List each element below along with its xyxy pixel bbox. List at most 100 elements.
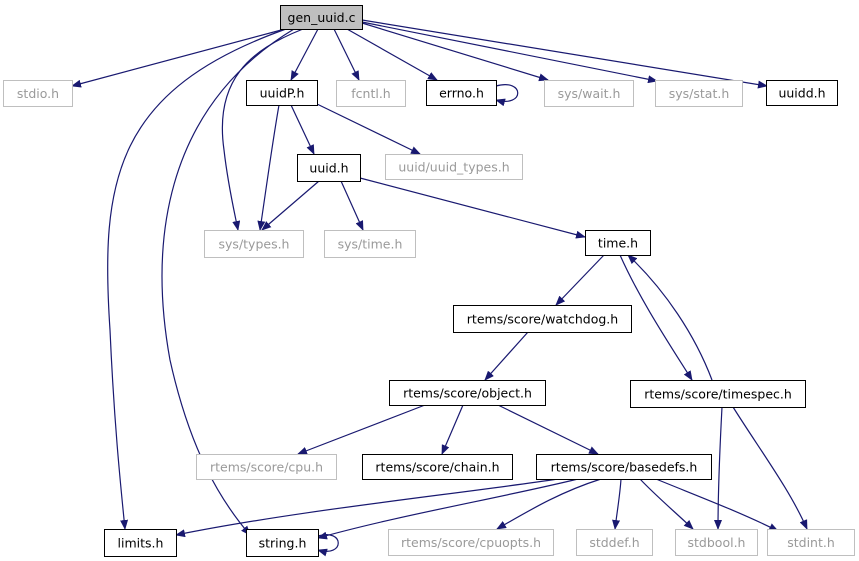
node-label: fcntl.h [351, 86, 390, 101]
node-box [204, 230, 304, 258]
edge-gen_uuid_c-to-sys_wait_h [361, 22, 549, 82]
node-label: rtems/score/cpuopts.h [401, 535, 541, 550]
node-label: gen_uuid.c [288, 10, 356, 25]
node-box [426, 80, 497, 106]
node-label: stdint.h [787, 535, 835, 550]
edge-uuid_h-to-sys_types_h [261, 180, 320, 231]
edge-gen_uuid_c-to-string_h [161, 28, 295, 536]
node-label: sys/time.h [338, 237, 403, 252]
node-sys-types-h: sys/types.h [204, 230, 304, 258]
node-label: stdio.h [17, 86, 59, 101]
edge-gen_uuid_c-to-fcntl_h [333, 28, 360, 81]
node-uuidP-h[interactable]: uuidP.h [246, 80, 318, 106]
edge-time_h-to-watchdog_h [555, 254, 605, 306]
node-basedefs-h[interactable]: rtems/score/basedefs.h [536, 454, 712, 480]
edge-uuidP_h-to-sys_types_h [257, 104, 280, 231]
node-box [389, 380, 546, 406]
node-box [3, 80, 73, 107]
node-box [297, 154, 361, 182]
edge-object_h-to-chain_h [441, 404, 464, 455]
node-box [104, 529, 177, 557]
node-label: sys/wait.h [558, 86, 621, 101]
node-label: rtems/score/cpu.h [210, 460, 323, 475]
node-label: time.h [598, 236, 638, 251]
edge-time_h-to-timespec_h [619, 254, 693, 381]
edge-uuid_h-to-sys_time_h [340, 180, 364, 231]
edge-uuidP_h-to-uuid_h [290, 104, 315, 155]
node-label: stdbool.h [688, 535, 746, 550]
edge-uuid_h-to-time_h [359, 177, 586, 239]
node-errno-h[interactable]: errno.h [426, 80, 497, 106]
edge-object_h-to-cpu_h [297, 404, 426, 455]
node-box [336, 80, 406, 107]
node-stddef-h: stddef.h [576, 529, 653, 556]
node-stdbool-h: stdbool.h [675, 529, 758, 556]
node-box [280, 5, 363, 30]
node-box [453, 305, 632, 333]
edge-gen_uuid_c-to-limits_h [107, 28, 287, 530]
node-label: errno.h [439, 86, 484, 101]
edge-timespec_h-to-time_h [627, 254, 713, 381]
edge-string_h-to-string_h [317, 534, 339, 557]
node-cpu-h: rtems/score/cpu.h [196, 454, 337, 480]
edge-basedefs_h-to-cpuopts_h [496, 478, 602, 530]
node-box [385, 154, 523, 180]
node-sys-wait-h: sys/wait.h [544, 80, 634, 107]
node-fcntl-h: fcntl.h [336, 80, 406, 107]
node-label: stddef.h [589, 535, 639, 550]
node-watchdog-h[interactable]: rtems/score/watchdog.h [453, 305, 632, 333]
node-label: rtems/score/watchdog.h [467, 312, 618, 327]
node-label: rtems/score/chain.h [375, 460, 499, 475]
node-gen-uuid-c[interactable]: gen_uuid.c [280, 5, 363, 30]
node-uuid-h[interactable]: uuid.h [297, 154, 361, 182]
edge-basedefs_h-to-stdint_h [655, 478, 779, 532]
node-box [576, 529, 653, 556]
node-box [767, 529, 855, 556]
edge-uuidP_h-to-uuid_types_h [316, 103, 421, 155]
nodes-layer: gen_uuid.c stdio.h uuidP.h fcntl.h errno.h sy… [3, 5, 855, 557]
node-time-h[interactable]: time.h [585, 230, 651, 256]
node-box [246, 80, 318, 106]
edge-timespec_h-to-stdint_h [732, 406, 808, 530]
node-box [630, 380, 806, 408]
node-label: sys/types.h [219, 237, 290, 252]
node-label: uuidd.h [778, 86, 825, 101]
edge-gen_uuid_c-to-uuidP_h [290, 28, 319, 81]
edge-basedefs_h-to-stdbool_h [639, 478, 694, 530]
node-uuidd-h[interactable]: uuidd.h [766, 80, 838, 106]
edge-gen_uuid_c-to-sys_types_h [221, 28, 304, 231]
edge-basedefs_h-to-stddef_h [612, 478, 622, 530]
edge-basedefs_h-to-limits_h [175, 478, 559, 538]
node-label: uuidP.h [260, 86, 305, 101]
edge-basedefs_h-to-string_h [317, 478, 579, 540]
node-box [655, 80, 743, 107]
node-box [246, 529, 319, 557]
node-box [536, 454, 712, 480]
node-cpuopts-h: rtems/score/cpuopts.h [388, 529, 554, 556]
edge-watchdog_h-to-object_h [484, 331, 529, 381]
node-chain-h[interactable]: rtems/score/chain.h [362, 454, 513, 480]
node-box [585, 230, 651, 256]
node-label: string.h [259, 536, 307, 551]
node-limits-h[interactable]: limits.h [104, 529, 177, 557]
edge-errno_h-to-errno_h [495, 84, 519, 107]
node-object-h[interactable]: rtems/score/object.h [389, 380, 546, 406]
node-box [544, 80, 634, 107]
edge-gen_uuid_c-to-stdio_h [71, 28, 286, 88]
node-stdio-h: stdio.h [3, 80, 73, 107]
node-stdint-h: stdint.h [767, 529, 855, 556]
node-uuid-types-h: uuid/uuid_types.h [385, 154, 523, 180]
node-sys-stat-h: sys/stat.h [655, 80, 743, 107]
edge-object_h-to-basedefs_h [497, 404, 599, 455]
node-label: limits.h [118, 536, 164, 551]
node-box [196, 454, 337, 480]
node-box [324, 230, 416, 258]
node-label: rtems/score/basedefs.h [551, 460, 698, 475]
node-string-h[interactable]: string.h [246, 529, 319, 557]
edge-gen_uuid_c-to-errno_h [346, 28, 438, 81]
edge-gen_uuid_c-to-uuidd_h [361, 19, 768, 89]
node-box [388, 529, 554, 556]
node-timespec-h[interactable]: rtems/score/timespec.h [630, 380, 806, 408]
edge-gen_uuid_c-to-sys_stat_h [361, 21, 658, 84]
